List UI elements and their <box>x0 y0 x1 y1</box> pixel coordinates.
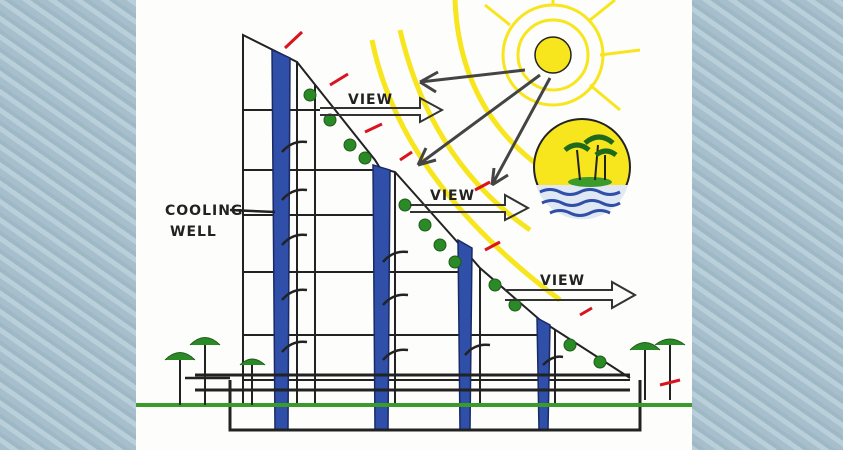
island-icon <box>533 118 631 220</box>
sun-icon <box>484 0 641 112</box>
vegetation <box>164 88 686 369</box>
well-label: WELL <box>170 224 217 240</box>
palm-trunks <box>179 345 671 405</box>
underground-pipe <box>195 373 642 432</box>
view-arrows <box>320 96 638 310</box>
view-label-2: VIEW <box>430 188 475 204</box>
sunlight-arrows <box>416 68 552 187</box>
view-label-3: VIEW <box>540 273 585 289</box>
cooling-label: COOLING <box>165 203 243 219</box>
heat-exhaust-arrows <box>283 30 681 387</box>
view-label-1: VIEW <box>348 92 393 108</box>
airflow-arrows <box>185 140 564 380</box>
